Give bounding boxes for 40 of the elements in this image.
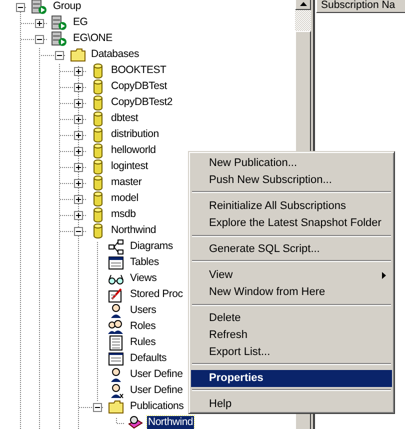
tree-item: BOOKTEST [110, 64, 168, 77]
tree-item: Defaults [129, 352, 168, 365]
tree-item: Publications [129, 400, 185, 413]
menu-item: Help [208, 397, 233, 412]
menu-item: Explore the Latest Snapshot Folder [208, 216, 382, 231]
tree-item: Diagrams [129, 240, 174, 253]
menu-item: Delete [208, 311, 242, 326]
tree-item: Views [129, 272, 158, 285]
tree-item: model [110, 192, 140, 205]
tree-item: User Define [129, 368, 184, 381]
tree-item: Users [129, 304, 158, 317]
tree-item: dbtest [110, 112, 140, 125]
menu-item: New Publication... [208, 156, 298, 171]
column-header: Subscription Na [316, 0, 405, 13]
selected-tree-item: Northwind [147, 416, 194, 429]
tree-item: Northwind [110, 224, 158, 237]
tree-item: distribution [110, 128, 160, 141]
tree-item: master [110, 176, 143, 189]
tree-item: helloworld [110, 144, 157, 157]
menu-item: View [191, 267, 392, 284]
tree-item: Databases [90, 48, 140, 61]
menu-item: Properties [191, 370, 392, 387]
menu-item: Push New Subscription... [208, 173, 333, 188]
tree-item: Group [52, 0, 82, 13]
menu-item: New Window from Here [208, 285, 326, 300]
menu-item: Refresh [208, 328, 249, 343]
tree-item: EG\ONE [72, 32, 114, 45]
tree-item: Tables [129, 256, 160, 269]
tree-item: msdb [110, 208, 137, 221]
tree-item: User Define [129, 384, 184, 397]
tree-item: CopyDBTest2 [110, 96, 174, 109]
tree-item: Stored Proc [129, 288, 184, 301]
tree-item: Roles [129, 320, 157, 333]
tree-item: logintest [110, 160, 149, 173]
menu-item: Generate SQL Script... [208, 242, 321, 257]
menu-item: Reinitialize All Subscriptions [208, 199, 347, 214]
tree-item: EG [72, 16, 89, 29]
menu-item: Export List... [208, 345, 272, 360]
tree-item: CopyDBTest [110, 80, 168, 93]
tree-item: Rules [129, 336, 157, 349]
